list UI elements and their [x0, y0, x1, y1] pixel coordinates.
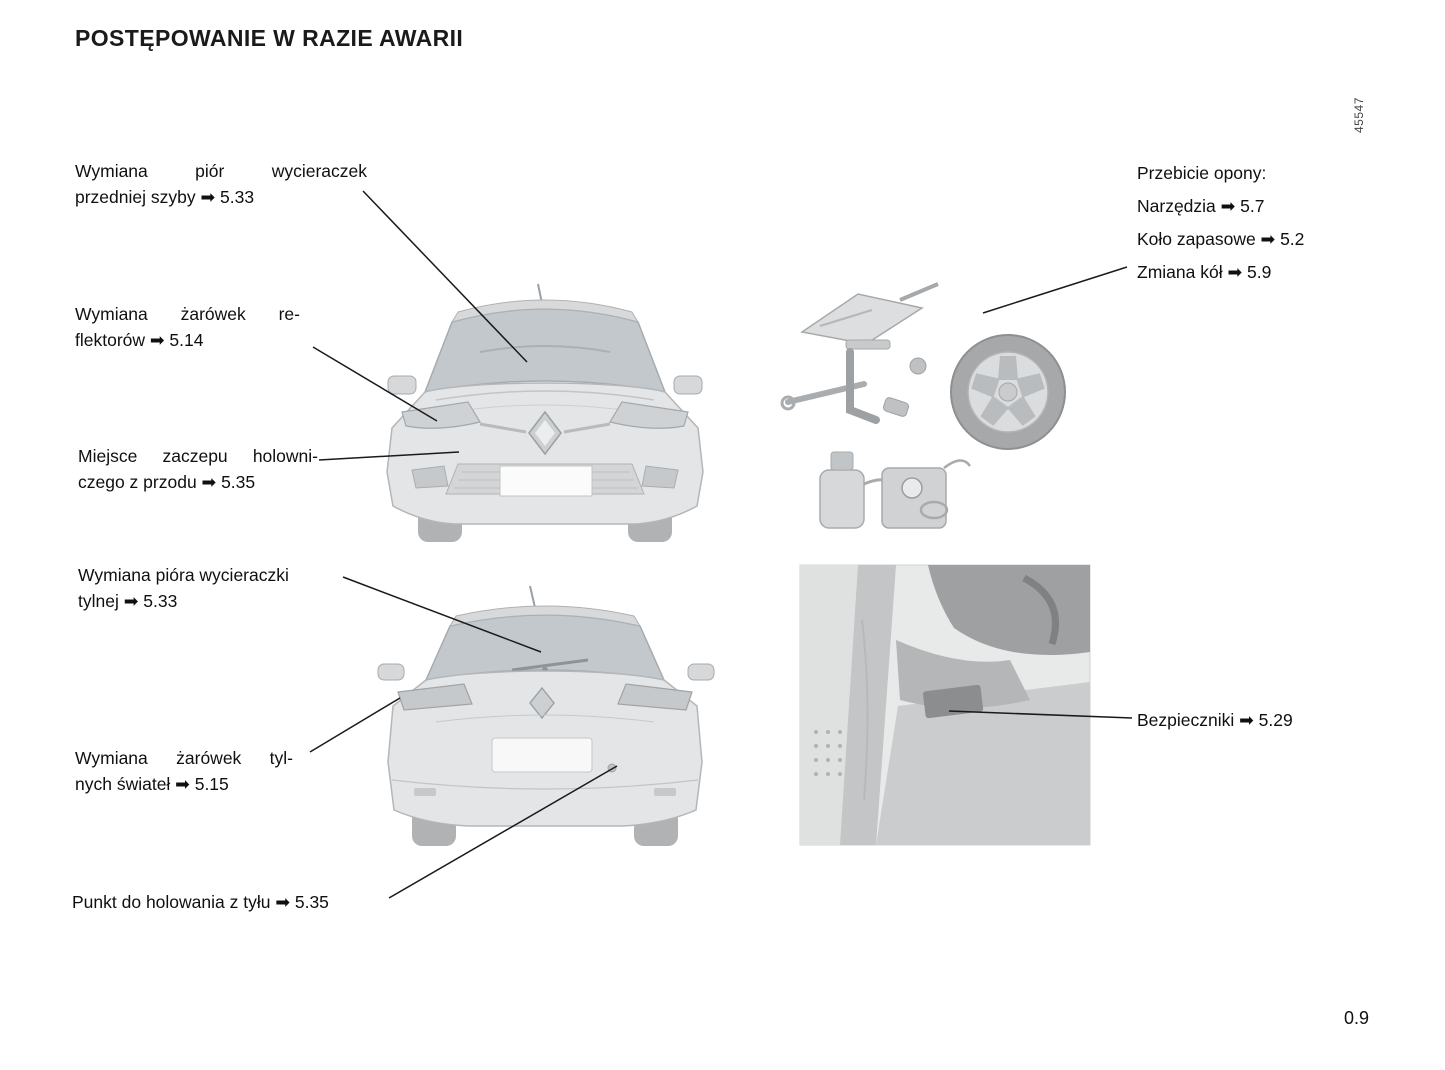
callout-text: Wymiana piór wycieraczek — [75, 161, 367, 181]
car-rear-illustration — [377, 585, 715, 846]
callout-tyre-puncture: Przebicie opony: Narzędzia ➡ 5.7 Koło za… — [1137, 157, 1304, 289]
callout-rear-tow: Punkt do holowania z tyłu ➡ 5.35 — [72, 889, 329, 915]
callout-text: Narzędzia ➡ 5.7 — [1137, 196, 1265, 216]
callout-rear-wiper: Wymiana pióra wycieraczki tylnej ➡ 5.33 — [78, 562, 343, 614]
callout-text: Punkt do holowania z tyłu ➡ 5.35 — [72, 892, 329, 912]
door-speaker-dots — [814, 730, 842, 776]
tools-illustration — [780, 282, 1066, 529]
leader-line-front-wiper — [362, 190, 528, 363]
callout-front-wiper: Wymiana piór wycieraczek przedniej szyby… — [75, 158, 367, 210]
callout-text: Bezpieczniki ➡ 5.29 — [1137, 710, 1293, 730]
callout-text: Wymiana żarówek tyl- — [75, 748, 293, 768]
leader-line-rear-tow — [388, 765, 618, 899]
callout-text: Wymiana żarówek re- — [75, 304, 300, 324]
callout-text: przedniej szyby ➡ 5.33 — [75, 187, 255, 207]
car-front-illustration — [386, 283, 704, 542]
callout-text: Zmiana kół ➡ 5.9 — [1137, 262, 1272, 282]
page-number: 0.9 — [1344, 1008, 1370, 1028]
callout-rear-lights: Wymiana żarówek tyl- nych świateł ➡ 5.15 — [75, 745, 293, 797]
leader-lines — [309, 190, 1133, 899]
callout-headlights: Wymiana żarówek re- flektorów ➡ 5.14 — [75, 301, 300, 353]
leader-line-front-tow — [318, 451, 460, 461]
leader-line-tyre-tools — [982, 266, 1128, 314]
callout-text: czego z przodu ➡ 5.35 — [78, 472, 256, 492]
callout-text: Wymiana pióra wycieraczki — [78, 565, 289, 585]
wheel-spokes — [971, 356, 1045, 426]
leader-line-fuses — [948, 710, 1133, 719]
callout-text: Miejsce zaczepu holowni- — [78, 446, 318, 466]
callout-fuses: Bezpieczniki ➡ 5.29 — [1137, 707, 1293, 733]
leader-line-headlights — [312, 346, 438, 422]
callout-text: tylnej ➡ 5.33 — [78, 591, 178, 611]
page-title: POSTĘPOWANIE W RAZIE AWARII — [75, 25, 464, 51]
callout-text: Koło zapasowe ➡ 5.2 — [1137, 229, 1305, 249]
interior-photo-illustration — [799, 564, 1091, 846]
callout-heading: Przebicie opony: — [1137, 163, 1267, 183]
callout-text: flektorów ➡ 5.14 — [75, 330, 204, 350]
callout-text: nych świateł ➡ 5.15 — [75, 774, 229, 794]
callout-front-tow: Miejsce zaczepu holowni- czego z przodu … — [78, 443, 318, 495]
leader-line-rear-wiper — [342, 576, 542, 653]
leader-line-rear-lights — [309, 697, 401, 753]
